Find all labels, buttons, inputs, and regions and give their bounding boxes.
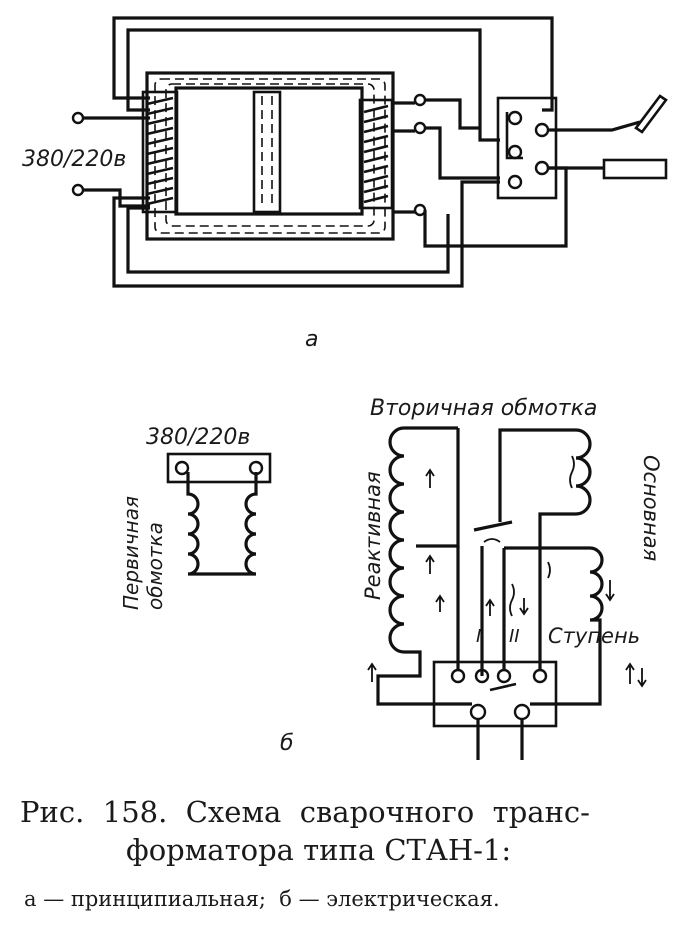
supply-terminal-top xyxy=(71,111,85,125)
caption-legend: а — принципиальная; б — электрическая. xyxy=(24,887,500,911)
main-label: Основная xyxy=(639,455,663,561)
secondary-coil-a xyxy=(358,98,394,210)
caption-line-2: форматора типа СТАН-1: xyxy=(126,833,511,867)
core-window xyxy=(174,86,364,216)
flux-path-outer xyxy=(154,78,386,234)
step-switch-box xyxy=(432,660,558,728)
figure-caption: Рис. 158. Схема сварочного транс- формат… xyxy=(20,795,590,911)
magnetic-shunt xyxy=(252,90,282,214)
diagram-a: 380/220в а xyxy=(22,16,668,352)
tap-switch-box xyxy=(496,96,558,200)
primary-coil-a xyxy=(141,90,179,214)
step-label: Ступень xyxy=(548,624,640,648)
tap-terminal-1 xyxy=(413,93,427,107)
step-2-label: II xyxy=(509,626,520,647)
main-winding xyxy=(498,428,592,672)
reactive-winding xyxy=(376,426,472,706)
reactive-label: Реактивная xyxy=(361,471,385,600)
panel-label-a: а xyxy=(305,327,318,352)
caption-line-1: Рис. 158. Схема сварочного транс- xyxy=(20,795,590,829)
outer-wire-bottom xyxy=(112,180,500,288)
secondary-winding-label: Вторичная обмотка xyxy=(370,396,597,421)
electrode-holder xyxy=(634,94,668,134)
flux-path-inner xyxy=(165,83,375,227)
step-1-label: I xyxy=(476,626,481,647)
supply-terminal-bottom xyxy=(71,183,85,197)
outer-wire-top xyxy=(126,28,500,142)
diagram-b: 380/220в Первичнаяобмотка Вторичная обмо… xyxy=(119,396,663,760)
supply-voltage-label-b: 380/220в xyxy=(146,425,250,450)
primary-terminal-block xyxy=(166,452,272,484)
panel-label-b: б xyxy=(280,731,294,756)
workpiece xyxy=(602,158,668,180)
primary-winding-label: Первичнаяобмотка xyxy=(119,496,167,610)
primary-winding-b xyxy=(186,472,258,576)
tap-terminal-2 xyxy=(413,121,427,135)
supply-voltage-label-a: 380/220в xyxy=(22,147,126,172)
current-arrows xyxy=(367,455,647,688)
